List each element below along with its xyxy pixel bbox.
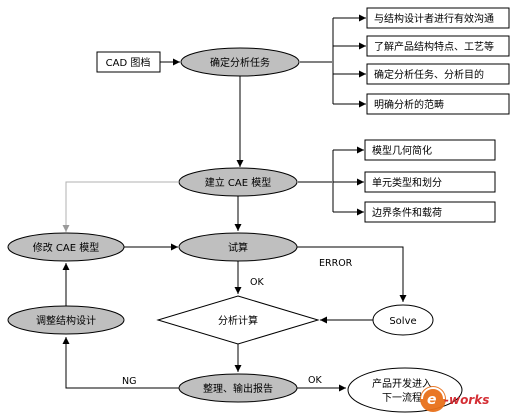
adjust-design-label: 调整结构设计 bbox=[36, 314, 96, 327]
edge-label-ng: NG bbox=[122, 376, 136, 387]
trial-calc-label: 试算 bbox=[228, 241, 248, 254]
task-item-2-label: 了解产品结构特点、工艺等 bbox=[374, 40, 494, 53]
model-item-3: 边界条件和载荷 bbox=[364, 201, 496, 223]
edge-model-to-modify bbox=[62, 181, 179, 232]
svg-text:e: e bbox=[427, 392, 437, 408]
svg-text:-works: -works bbox=[444, 393, 489, 407]
task-items-connector bbox=[300, 14, 366, 108]
modify-model-node: 修改 CAE 模型 bbox=[7, 232, 125, 262]
task-item-1-label: 与结构设计者进行有效沟通 bbox=[374, 12, 494, 25]
task-item-3: 确定分析任务、分析目的 bbox=[366, 63, 510, 85]
adjust-design-node: 调整结构设计 bbox=[7, 305, 125, 335]
define-task-label: 确定分析任务 bbox=[210, 56, 270, 69]
analysis-calc-label: 分析计算 bbox=[218, 314, 258, 327]
eworks-logo: e -works bbox=[420, 386, 489, 412]
trial-calc-node: 试算 bbox=[178, 232, 298, 262]
model-item-3-label: 边界条件和载荷 bbox=[372, 206, 442, 219]
modify-model-label: 修改 CAE 模型 bbox=[33, 241, 100, 254]
edge-trial-to-solve bbox=[297, 246, 407, 302]
next-process-line2: 下一流程 bbox=[382, 391, 422, 404]
analysis-calc-decision: 分析计算 bbox=[156, 295, 320, 345]
build-model-label: 建立 CAE 模型 bbox=[205, 176, 272, 189]
model-item-2: 单元类型和划分 bbox=[364, 171, 496, 193]
solve-node: Solve bbox=[372, 304, 434, 336]
cad-drawing-box: CAD 图档 bbox=[96, 51, 161, 73]
report-node: 整理、输出报告 bbox=[178, 373, 298, 403]
cad-drawing-label: CAD 图档 bbox=[106, 56, 151, 69]
edge-label-ok-right: OK bbox=[308, 375, 322, 386]
report-label: 整理、输出报告 bbox=[203, 382, 273, 395]
model-item-2-label: 单元类型和划分 bbox=[372, 176, 442, 189]
model-item-1: 模型几何简化 bbox=[364, 139, 496, 161]
task-item-4: 明确分析的范畴 bbox=[366, 93, 510, 115]
model-items-connector bbox=[298, 146, 364, 216]
task-item-1: 与结构设计者进行有效沟通 bbox=[366, 7, 510, 29]
next-process-line1: 产品开发进入 bbox=[372, 377, 432, 390]
task-item-4-label: 明确分析的范畴 bbox=[374, 98, 444, 111]
define-task-node: 确定分析任务 bbox=[180, 47, 300, 77]
edge-report-to-adjust bbox=[62, 337, 179, 389]
model-item-1-label: 模型几何简化 bbox=[372, 144, 432, 157]
task-item-2: 了解产品结构特点、工艺等 bbox=[366, 35, 510, 57]
edge-label-ok-down: OK bbox=[250, 277, 264, 288]
build-model-node: 建立 CAE 模型 bbox=[178, 167, 298, 197]
task-item-3-label: 确定分析任务、分析目的 bbox=[374, 68, 484, 81]
solve-label: Solve bbox=[389, 316, 416, 327]
edge-label-error: ERROR bbox=[319, 258, 353, 269]
